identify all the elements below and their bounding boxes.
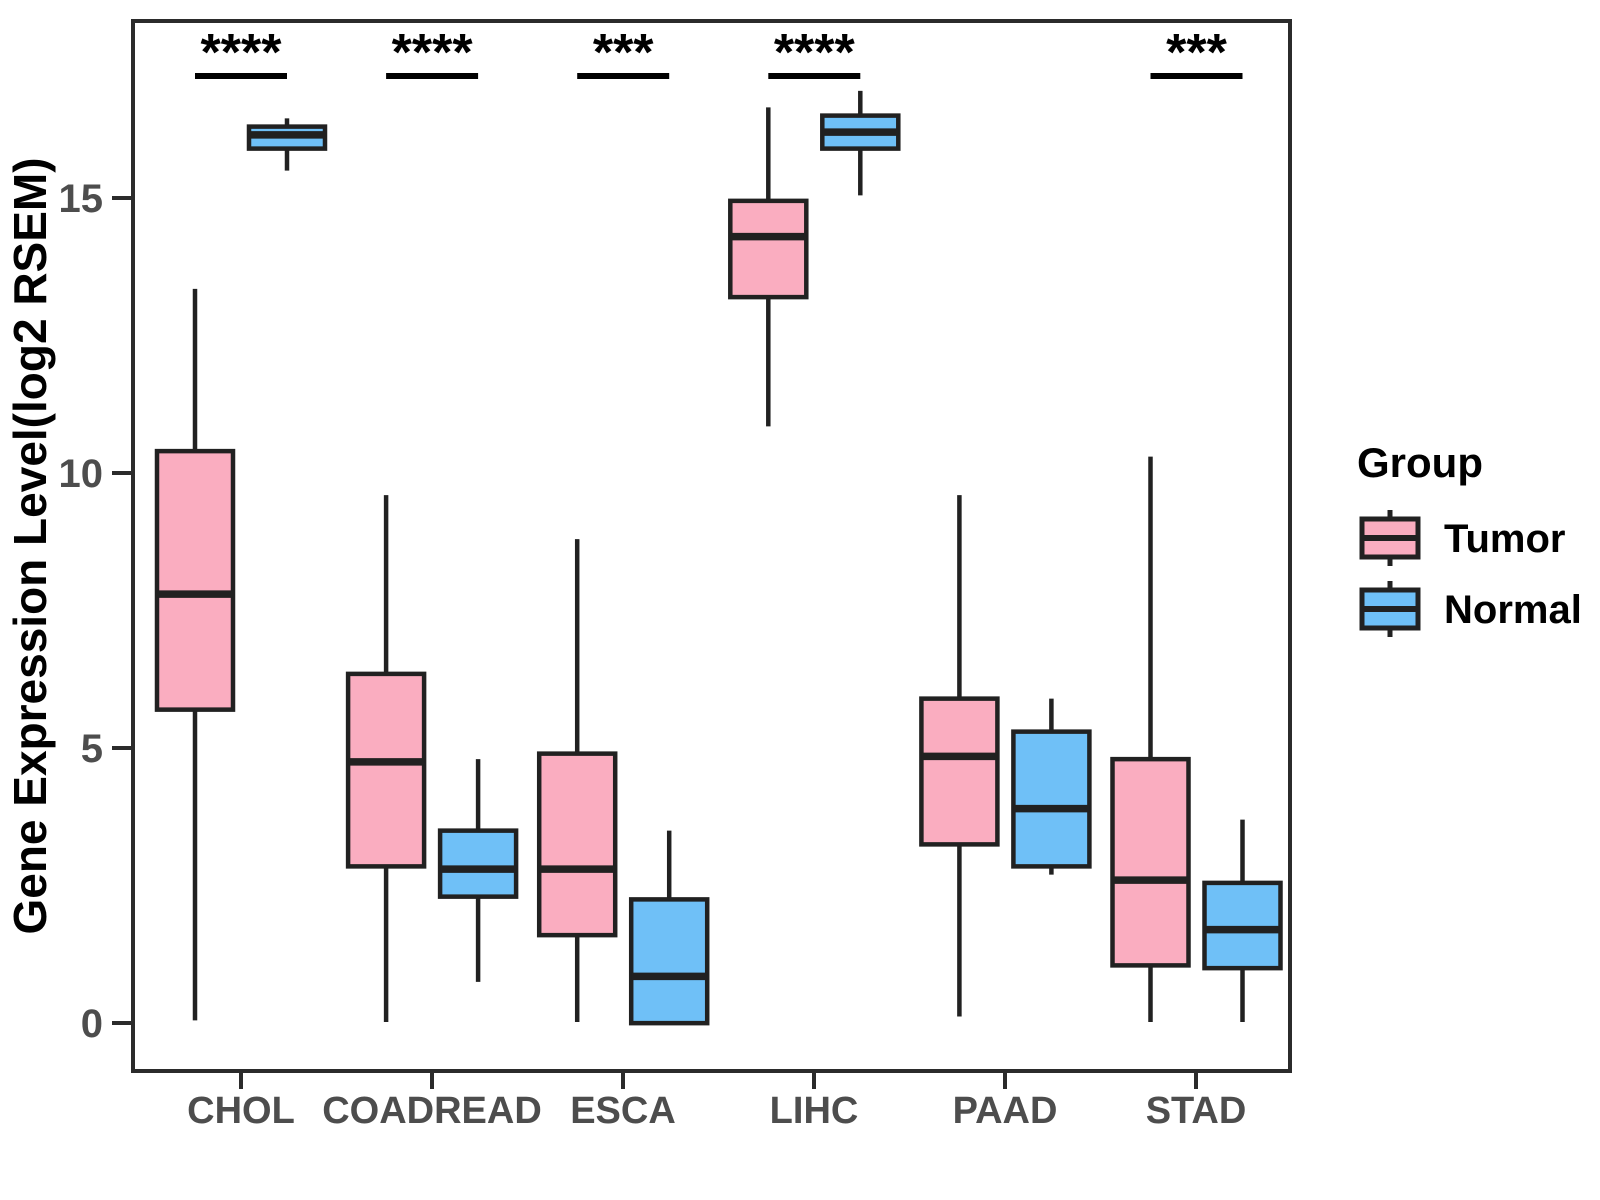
plot-panel-border	[131, 19, 1292, 1073]
iqr-box	[345, 671, 427, 869]
iqr-box	[728, 198, 809, 300]
iqr-box	[437, 828, 519, 899]
legend-key-normal: Normal	[1359, 581, 1582, 637]
box-PAAD-Normal	[1011, 698, 1092, 875]
iqr-box	[1202, 880, 1283, 971]
significance-stars: ****	[392, 24, 474, 82]
legend-label-tumor: Tumor	[1444, 517, 1565, 561]
box-ESCA-Tumor	[536, 539, 618, 1023]
significance-ESCA: ***	[577, 24, 670, 82]
box-COADREAD-Normal	[437, 759, 519, 982]
significance-bar	[195, 73, 287, 79]
iqr-box	[919, 696, 1000, 847]
x-label-stad: STAD	[1146, 1090, 1247, 1132]
iqr-box	[1110, 756, 1191, 968]
y-tick-label-15: 15	[59, 177, 104, 221]
box-STAD-Tumor	[1110, 456, 1191, 1023]
significance-stars: ***	[1166, 24, 1227, 82]
significance-bar	[768, 73, 861, 79]
x-label-esca: ESCA	[570, 1090, 676, 1132]
box-STAD-Normal	[1202, 819, 1283, 1023]
legend-key-tumor: Tumor	[1359, 510, 1565, 566]
box-PAAD-Tumor	[919, 495, 1000, 1017]
significance-bar	[1150, 73, 1243, 79]
significance-stars: ***	[593, 24, 654, 82]
box-CHOL-Tumor	[154, 288, 236, 1021]
significance-COADREAD: ****	[386, 24, 479, 82]
significance-bar	[386, 73, 479, 79]
y-axis-title: Gene Expression Level(log2 RSEM)	[4, 157, 56, 934]
iqr-box	[1011, 729, 1092, 869]
legend: Group Tumor Normal	[1357, 439, 1582, 637]
y-tick-label-5: 5	[81, 727, 103, 771]
y-axis-tick-labels: 0 5 10 15	[59, 177, 104, 1046]
iqr-box	[536, 751, 618, 938]
x-label-coadread: COADREAD	[322, 1090, 542, 1132]
significance-stars: ****	[201, 24, 283, 82]
iqr-box	[628, 897, 710, 1026]
y-tick-label-0: 0	[81, 1002, 103, 1046]
x-label-lihc: LIHC	[770, 1090, 859, 1132]
box-ESCA-Normal	[628, 830, 710, 1026]
legend-label-normal: Normal	[1444, 588, 1582, 632]
x-label-paad: PAAD	[953, 1090, 1058, 1132]
box-LIHC-Normal	[820, 90, 901, 196]
x-label-chol: CHOL	[187, 1090, 295, 1132]
y-axis-ticks	[112, 196, 133, 1025]
box-COADREAD-Tumor	[345, 495, 427, 1023]
x-axis-labels: CHOL COADREAD ESCA LIHC PAAD STAD	[187, 1090, 1246, 1132]
y-tick-label-10: 10	[59, 452, 104, 496]
significance-layer: ******************	[195, 24, 1243, 82]
box-LIHC-Tumor	[728, 107, 809, 427]
x-axis-ticks	[239, 1071, 1198, 1089]
significance-CHOL: ****	[195, 24, 287, 82]
significance-STAD: ***	[1150, 24, 1243, 82]
significance-bar	[577, 73, 670, 79]
iqr-box	[154, 448, 236, 712]
box-CHOL-Normal	[246, 118, 328, 171]
significance-LIHC: ****	[768, 24, 861, 82]
significance-stars: ****	[774, 24, 856, 82]
legend-title: Group	[1357, 439, 1483, 486]
series-layer	[154, 90, 1283, 1026]
